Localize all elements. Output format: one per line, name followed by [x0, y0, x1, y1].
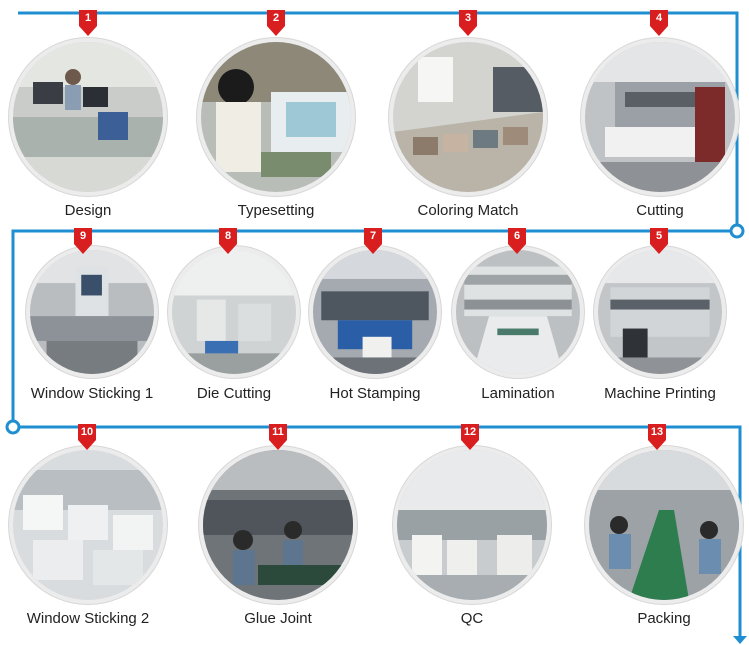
- step-design: Design: [8, 42, 168, 227]
- step-label: Die Cutting: [196, 385, 272, 402]
- step-typesetting: Typesetting: [196, 42, 356, 227]
- step-window-sticking-1: Window Sticking 1: [12, 250, 172, 410]
- step-number-badge: 10: [75, 424, 99, 450]
- step-number-badge: 13: [645, 424, 669, 450]
- step-cutting: Cutting: [580, 42, 740, 227]
- step-coloring-match: Coloring Match: [388, 42, 548, 227]
- step-packing: Packing: [584, 450, 744, 635]
- step-glue-joint: Glue Joint: [198, 450, 358, 635]
- cutting-machine-photo: [585, 42, 735, 192]
- step-label: Glue Joint: [244, 610, 312, 627]
- step-label: QC: [460, 610, 484, 627]
- stacked-boxes-photo: [13, 450, 163, 600]
- step-number-badge: 1: [76, 10, 100, 36]
- color-swatches-photo: [393, 42, 543, 192]
- step-label: Coloring Match: [417, 202, 519, 219]
- step-number-badge: 3: [456, 10, 480, 36]
- die-cutting-workshop-photo: [172, 250, 296, 374]
- step-label: Packing: [637, 610, 691, 627]
- step-label: Typesetting: [237, 202, 315, 219]
- step-label: Machine Printing: [604, 385, 716, 402]
- step-label: Cutting: [636, 202, 684, 219]
- step-label: Design: [64, 202, 112, 219]
- worker-at-layout-table-photo: [201, 42, 351, 192]
- step-number-badge: 6: [505, 228, 529, 254]
- printing-press-photo: [598, 250, 722, 374]
- step-label: Lamination: [481, 385, 555, 402]
- step-number-badge: 11: [266, 424, 290, 450]
- step-number-badge: 2: [264, 10, 288, 36]
- window-gluing-machine-photo: [30, 250, 154, 374]
- step-number-badge: 12: [458, 424, 482, 450]
- office-desks-photo: [13, 42, 163, 192]
- inspection-warehouse-photo: [397, 450, 547, 600]
- step-number-badge: 5: [647, 228, 671, 254]
- packing-conveyor-photo: [589, 450, 739, 600]
- step-label: Window Sticking 2: [26, 610, 150, 627]
- step-lamination: Lamination: [438, 250, 598, 410]
- step-label: Window Sticking 1: [30, 385, 154, 402]
- step-machine-printing: Machine Printing: [580, 250, 740, 410]
- step-die-cutting: Die Cutting: [154, 250, 314, 410]
- hot-stamping-line-photo: [313, 250, 437, 374]
- laminating-roller-photo: [456, 250, 580, 374]
- step-number-badge: 7: [361, 228, 385, 254]
- step-number-badge: 4: [647, 10, 671, 36]
- step-qc: QC: [392, 450, 552, 635]
- step-number-badge: 8: [216, 228, 240, 254]
- step-label: Hot Stamping: [329, 385, 421, 402]
- step-hot-stamping: Hot Stamping: [295, 250, 455, 410]
- gluing-workshop-photo: [203, 450, 353, 600]
- step-window-sticking-2: Window Sticking 2: [8, 450, 168, 635]
- step-number-badge: 9: [71, 228, 95, 254]
